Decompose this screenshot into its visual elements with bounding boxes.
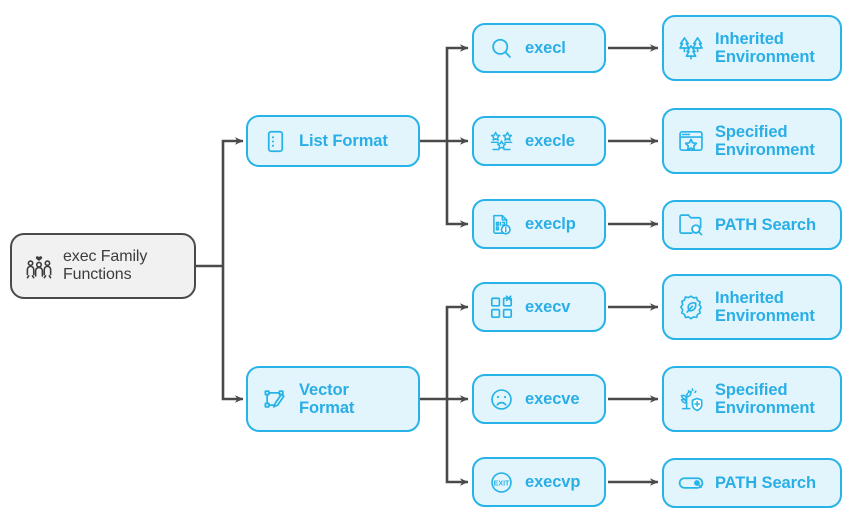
node-execvp-label: execvp bbox=[525, 472, 581, 491]
sad-face-icon bbox=[486, 384, 516, 414]
node-vector-format[interactable]: Vector Format bbox=[246, 366, 420, 432]
node-execl-result[interactable]: Inherited Environment bbox=[662, 15, 842, 81]
svg-text:EXIT: EXIT bbox=[493, 479, 509, 487]
node-vector-format-label: Vector Format bbox=[299, 380, 355, 417]
node-execle-result-label: Specified Environment bbox=[715, 122, 815, 159]
vector-path-icon bbox=[260, 384, 290, 414]
toggle-switch-icon bbox=[676, 468, 706, 498]
eco-gear-icon bbox=[676, 292, 706, 322]
node-execl-result-label: Inherited Environment bbox=[715, 29, 815, 66]
node-execle-label: execle bbox=[525, 131, 575, 150]
node-execvp-result-label: PATH Search bbox=[715, 473, 816, 492]
edge-list-execlp bbox=[445, 141, 469, 228]
group-stars-icon bbox=[486, 126, 516, 156]
node-execve-label: execve bbox=[525, 389, 580, 408]
node-execle[interactable]: execle bbox=[472, 116, 606, 166]
node-execve-result[interactable]: Specified Environment bbox=[662, 366, 842, 432]
grid-squares-icon bbox=[486, 292, 516, 322]
node-list-format-label: List Format bbox=[299, 131, 388, 150]
node-execv-label: execv bbox=[525, 297, 571, 316]
trees-icon bbox=[676, 33, 706, 63]
node-root[interactable]: exec Family Functions bbox=[10, 233, 196, 299]
node-execve-result-label: Specified Environment bbox=[715, 380, 815, 417]
node-execve[interactable]: execve bbox=[472, 374, 606, 424]
node-execv-result[interactable]: Inherited Environment bbox=[662, 274, 842, 340]
node-execlp-label: execlp bbox=[525, 214, 576, 233]
binary-file-info-icon bbox=[486, 209, 516, 239]
edge-list-execl bbox=[445, 44, 469, 141]
plant-shield-plus-icon bbox=[676, 384, 706, 414]
folder-search-icon bbox=[676, 210, 706, 240]
node-execvp-result[interactable]: PATH Search bbox=[662, 458, 842, 508]
node-root-label: exec Family Functions bbox=[63, 248, 148, 283]
node-execle-result[interactable]: Specified Environment bbox=[662, 108, 842, 174]
edge-vector-execvp bbox=[445, 399, 469, 486]
browser-star-icon bbox=[676, 126, 706, 156]
node-execl[interactable]: execl bbox=[472, 23, 606, 73]
magnifier-icon bbox=[486, 33, 516, 63]
node-execlp[interactable]: execlp bbox=[472, 199, 606, 249]
node-execlp-result[interactable]: PATH Search bbox=[662, 200, 842, 250]
edge-root-vector-format bbox=[221, 266, 244, 403]
node-execv[interactable]: execv bbox=[472, 282, 606, 332]
node-execv-result-label: Inherited Environment bbox=[715, 288, 815, 325]
list-document-icon bbox=[260, 126, 290, 156]
node-execl-label: execl bbox=[525, 38, 566, 57]
node-execlp-result-label: PATH Search bbox=[715, 215, 816, 234]
node-list-format[interactable]: List Format bbox=[246, 115, 420, 167]
edge-vector-execv bbox=[445, 303, 469, 399]
edge-root-list-format bbox=[221, 137, 244, 266]
family-group-icon bbox=[24, 251, 54, 281]
node-execvp[interactable]: EXIT execvp bbox=[472, 457, 606, 507]
exit-badge-icon: EXIT bbox=[486, 467, 516, 497]
